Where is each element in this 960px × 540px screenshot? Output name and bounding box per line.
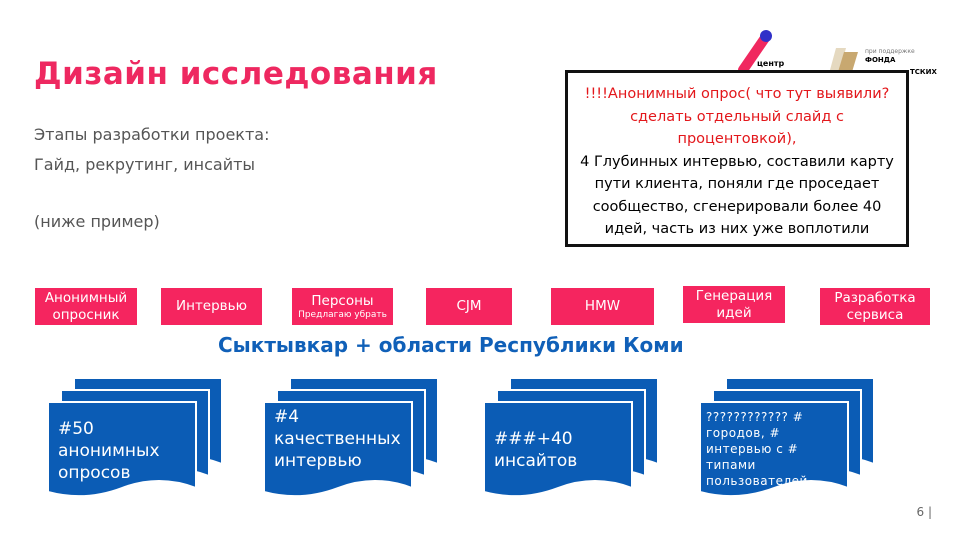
doc-text: #50 анонимных опросов <box>58 419 160 483</box>
logo-text: ФОНДА <box>865 56 896 64</box>
stage-cjm[interactable]: CJM <box>426 288 512 325</box>
stage-sublabel: Предлагаю убрать <box>298 309 387 320</box>
doc-stack-insights: ###+40 инсайтов <box>482 376 722 506</box>
stage-hmw[interactable]: HMW <box>551 288 654 325</box>
stage-label: Генерация идей <box>695 287 773 321</box>
note-box: !!!!Анонимный опрос( что тут выявили? сд… <box>565 70 909 247</box>
note-line: идей, часть из них уже воплотили <box>604 221 870 237</box>
stage-survey[interactable]: Анонимный опросник <box>35 288 137 325</box>
doc-text: ###+40 инсайтов <box>494 429 578 471</box>
note-line: сообщество, сгенерировали более 40 <box>592 198 882 215</box>
stage-label: Разработка сервиса <box>834 289 916 323</box>
stage-label: HMW <box>584 298 621 314</box>
subtitle-line: (ниже пример) <box>34 212 160 231</box>
document-sheet <box>263 401 413 498</box>
stage-ideation[interactable]: Генерация идей <box>683 286 785 323</box>
stage-interview[interactable]: Интервью <box>161 288 262 325</box>
note-line: !!!!Анонимный опрос( что тут выявили? <box>584 86 890 102</box>
note-line: процентовкой), <box>677 131 797 147</box>
subtitle-line: Гайд, рекрутинг, инсайты <box>34 155 256 174</box>
logo-text: ТСКИХ <box>910 68 937 76</box>
page-number: 6 | <box>916 505 933 519</box>
document-sheet <box>47 401 197 498</box>
document-sheet <box>699 401 849 498</box>
stage-label: CJM <box>456 298 482 314</box>
center-logo: центр <box>735 28 795 77</box>
document-sheet <box>483 401 633 498</box>
doc-text: ???????????? # городов, # интервью с # т… <box>706 410 808 487</box>
doc-stack-interviews: #4 качественных интервью <box>262 376 502 506</box>
stage-label: Анонимный опросник <box>44 289 128 323</box>
page-title: Дизайн исследования <box>34 56 438 92</box>
logo-text: при поддержке <box>865 48 915 55</box>
doc-stack-surveys: #50 анонимных опросов <box>46 376 286 506</box>
stage-service[interactable]: Разработка сервиса <box>820 288 930 325</box>
doc-stack-questions: ???????????? # городов, # интервью с # т… <box>698 376 938 506</box>
doc-text: #4 качественных интервью <box>274 407 401 471</box>
stage-label: Персоны <box>311 292 374 309</box>
stage-label: Интервью <box>176 298 247 314</box>
note-line: сделать отдельный слайд с <box>630 108 844 125</box>
subtitle-line: Этапы разработки проекта: <box>34 125 270 144</box>
logo-text: центр <box>757 59 785 68</box>
note-line: пути клиента, поняли где проседает <box>594 176 880 192</box>
note-line: 4 Глубинных интервью, составили карту <box>580 153 894 170</box>
region-heading: Сыктывкар + области Республики Коми <box>218 333 684 357</box>
fund-logo: при поддержке ФОНДА ТСКИХ <box>830 48 940 78</box>
